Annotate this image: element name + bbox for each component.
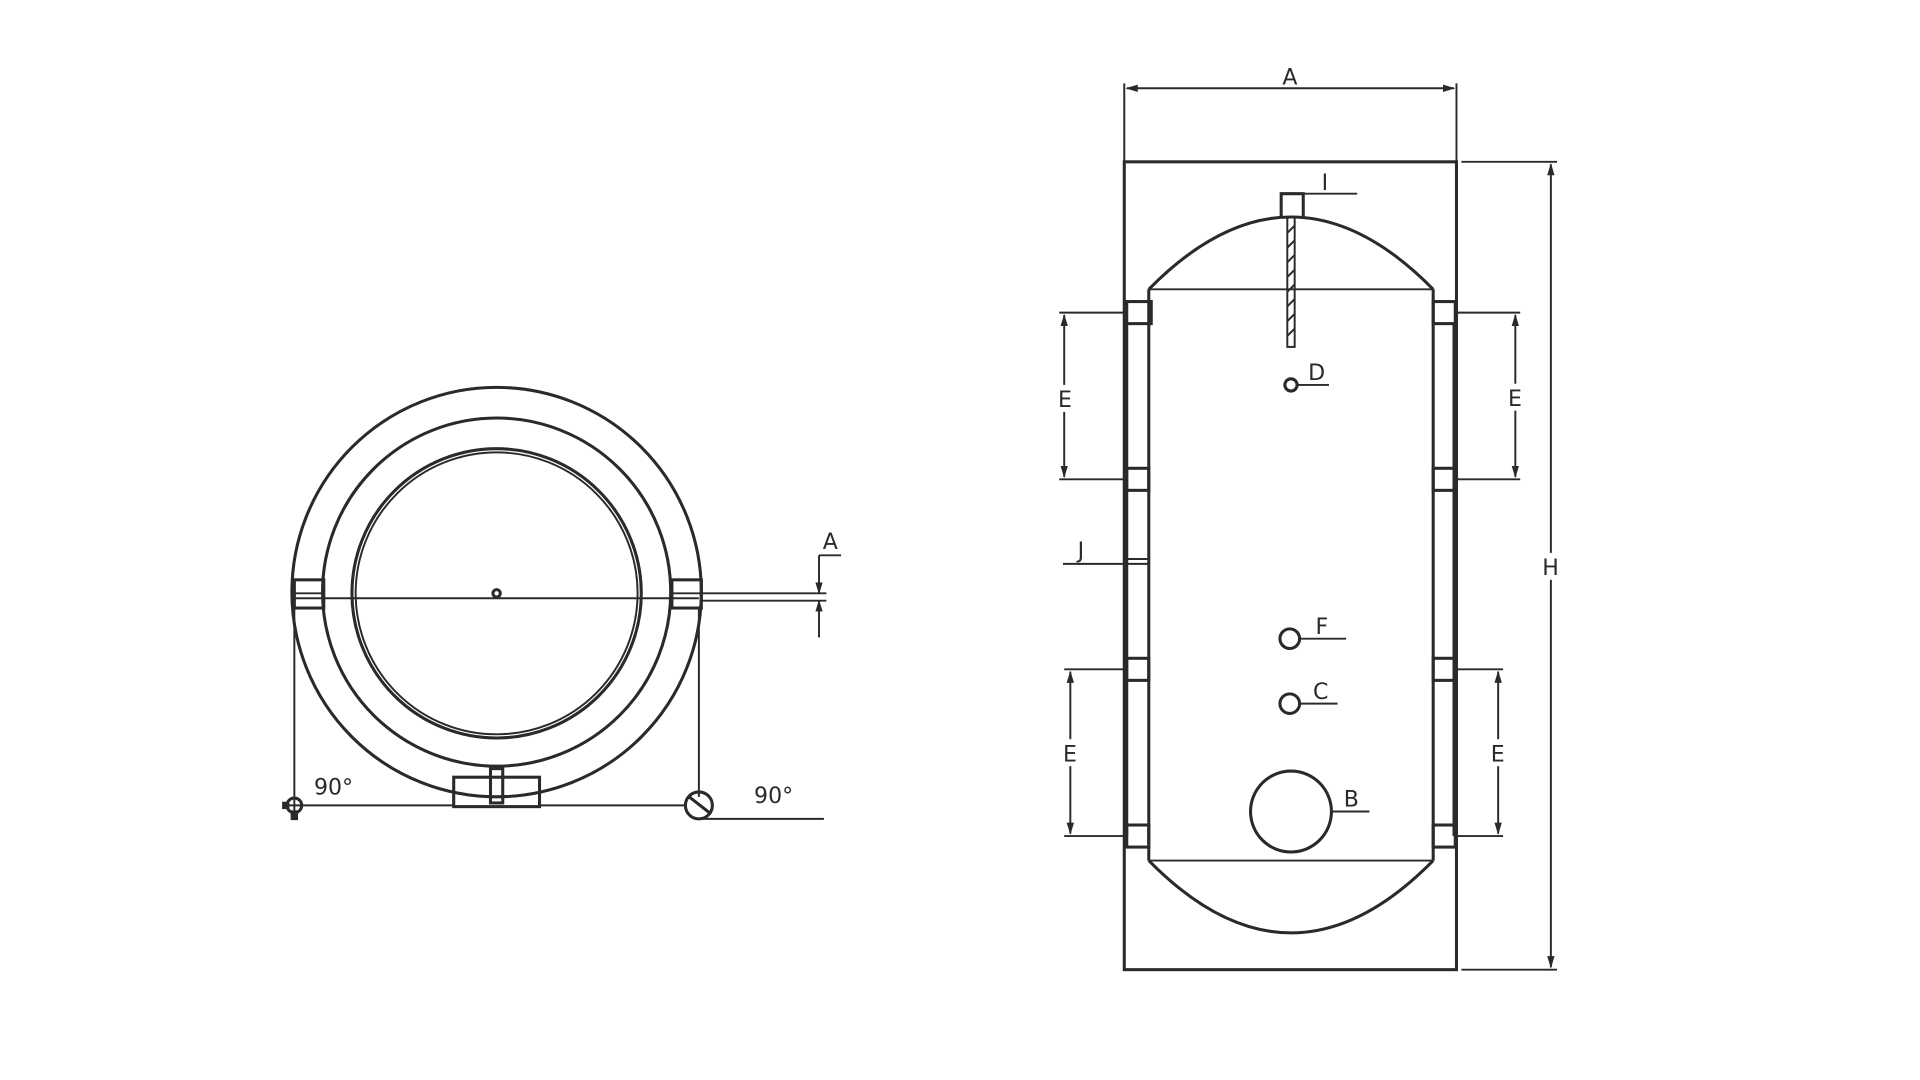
port-f (1278, 627, 1302, 651)
insulation-ring (321, 416, 673, 768)
angle-left-label: 90° (314, 775, 353, 800)
dim-e-label: E (1508, 387, 1522, 412)
dim-e-label: E (1491, 742, 1505, 767)
dim-e-label: E (1063, 742, 1077, 767)
angle-right-label: 90° (754, 784, 793, 809)
top-dome (1147, 215, 1435, 291)
top-view: A 90° 90° (282, 385, 842, 821)
dim-h-label: H (1542, 556, 1559, 581)
valve-left-icon (282, 796, 304, 821)
anode-rod (1286, 216, 1296, 348)
dim-e-label: E (1058, 388, 1072, 413)
port-d-label: D (1308, 361, 1325, 386)
port-j-label: J (1076, 539, 1085, 564)
port-i-label: I (1322, 171, 1329, 196)
port-i (1279, 192, 1305, 217)
port-c-label: C (1313, 680, 1328, 705)
bottom-foot (452, 775, 542, 809)
outer-casing (1122, 160, 1459, 972)
port-c (1278, 692, 1302, 715)
port-d (1283, 377, 1299, 393)
port-b (1249, 769, 1333, 854)
port-b-label: B (1344, 788, 1359, 813)
dim-a-label: A (1282, 66, 1297, 91)
center-port (491, 588, 502, 599)
side-view: A E E (1054, 66, 1562, 972)
dim-a-label: A (823, 530, 838, 555)
inner-tank (350, 447, 643, 740)
bottom-dome (1147, 859, 1435, 935)
port-f-label: F (1316, 615, 1329, 640)
side-tubes (1125, 300, 1457, 849)
